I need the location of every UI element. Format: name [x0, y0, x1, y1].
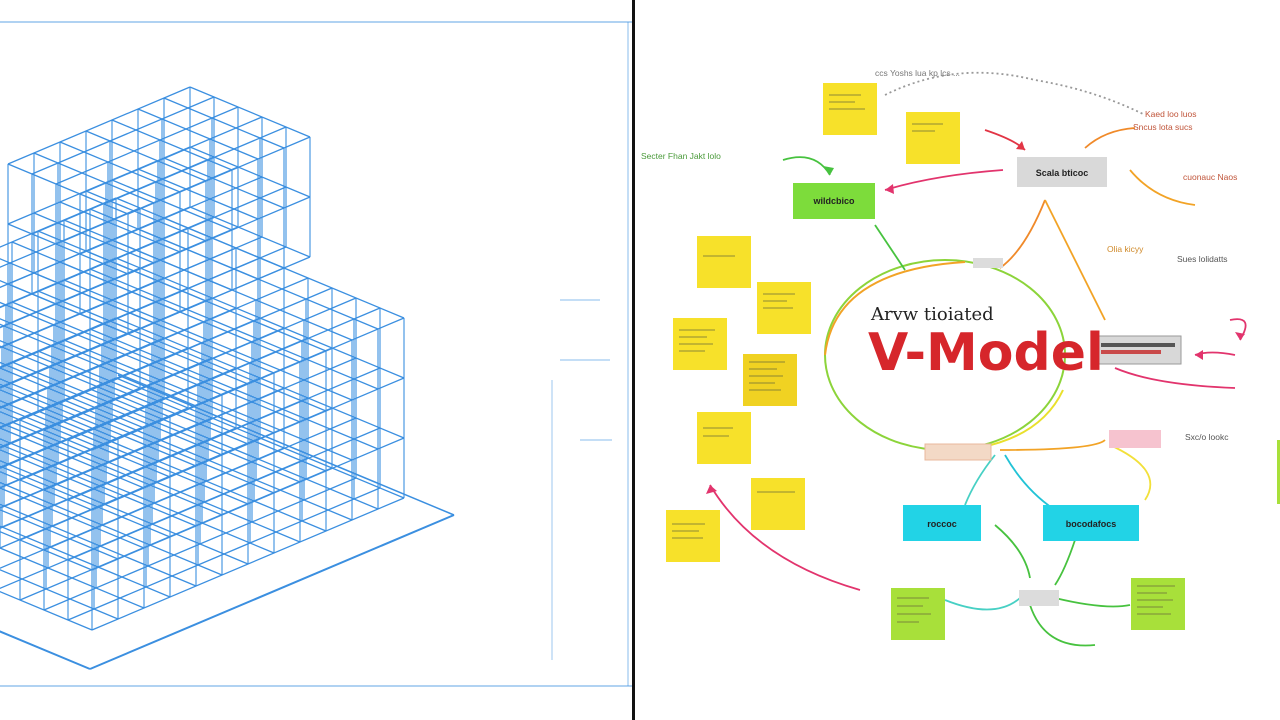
top-scribble-label: ccs Yoshs lua kp lcs ...	[875, 68, 960, 78]
title-side-strip-marks	[1101, 343, 1175, 354]
box-grey-center-bottom	[924, 443, 992, 461]
box-cyan-right	[1043, 505, 1139, 541]
box-grey-small	[973, 258, 1003, 268]
sticky-note	[697, 412, 751, 464]
box-green-top-label: wildcbico	[812, 196, 855, 206]
right-label-6: Sxc/o lookc	[1185, 432, 1229, 442]
box-pink-right	[1109, 430, 1161, 448]
box-green-top	[793, 183, 875, 219]
sticky-note	[666, 510, 720, 562]
sticky-note-green	[1131, 578, 1185, 630]
v-model-mindmap-panel: wildcbico Scala bticoc roccoc bocodafocs…	[635, 0, 1280, 720]
right-label-4: Olia kicyy	[1107, 244, 1144, 254]
v-model-mindmap: wildcbico Scala bticoc roccoc bocodafocs…	[641, 68, 1280, 647]
sticky-note	[751, 478, 805, 530]
scaffolding-wireframe-drawing	[0, 21, 632, 687]
right-top-label-1: Kaed loo luos	[1145, 109, 1197, 119]
sticky-note	[906, 112, 960, 164]
panel-divider	[632, 0, 635, 720]
left-label: Secter Fhan Jakt lolo	[641, 151, 721, 161]
diagram-title: V-Model	[868, 323, 1104, 383]
edge-note	[1277, 440, 1280, 504]
box-cyan-left	[903, 505, 981, 541]
sticky-note-scribbles	[672, 94, 1175, 623]
box-cyan-right-label: bocodafocs	[1066, 519, 1117, 529]
box-grey-bottom	[1019, 590, 1059, 606]
box-cyan-left-label: roccoc	[927, 519, 957, 529]
cycle-arc-yellow	[934, 389, 1064, 453]
right-top-label-2: Sncus lota sucs	[1133, 122, 1193, 132]
box-grey-top-label: Scala bticoc	[1036, 168, 1089, 178]
sticky-note	[697, 236, 751, 288]
scaffolding-blueprint-panel	[0, 0, 632, 720]
right-label-5: Sues lolidatts	[1177, 254, 1228, 264]
right-label-3: cuonauc Naos	[1183, 172, 1237, 182]
sticky-notes	[666, 83, 1280, 640]
diagram-subtitle: Arvw tioiated	[870, 304, 994, 325]
sticky-note	[743, 354, 797, 406]
cycle-arc-orange	[824, 261, 966, 356]
box-grey-top	[1017, 157, 1107, 187]
arrow-heads	[706, 141, 1245, 494]
connector-lines	[709, 71, 1247, 647]
